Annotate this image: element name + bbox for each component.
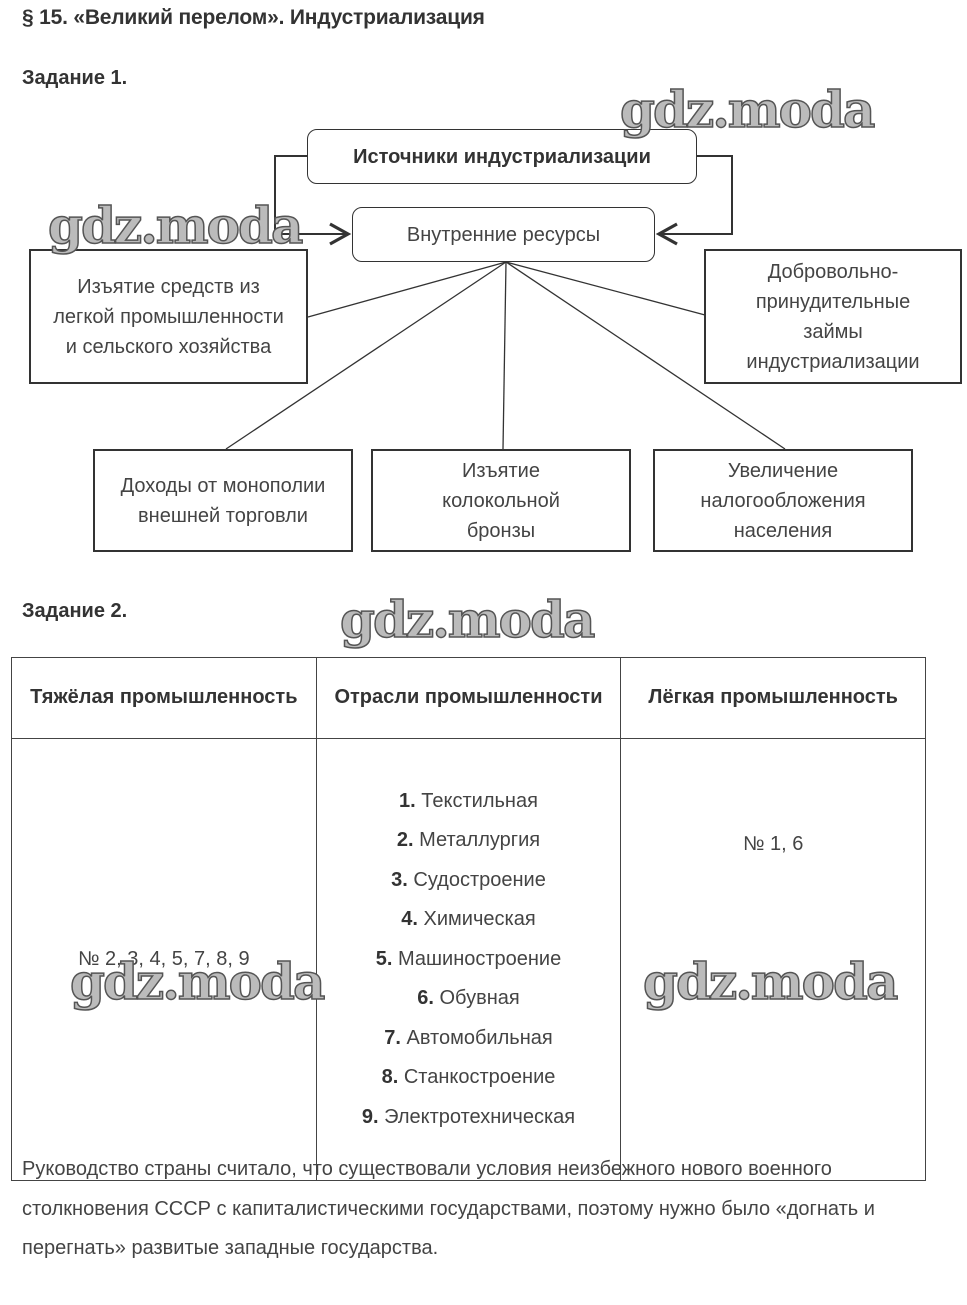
branch-name: Металлургия	[419, 829, 541, 852]
branch-name: Судостроение	[413, 868, 546, 891]
branch-number: 7.	[384, 1026, 401, 1049]
hub-spokes	[225, 261, 786, 450]
table-header-row: Тяжёлая промышленность Отрасли промышлен…	[11, 657, 926, 739]
branch-item: 2. Металлургия	[317, 821, 621, 861]
branch-number: 6.	[417, 987, 434, 1010]
branch-item: 3. Судостроение	[317, 861, 621, 901]
industry-table: Тяжёлая промышленность Отрасли промышлен…	[11, 657, 926, 1181]
diagram-root: Источники индустриализации	[307, 129, 697, 184]
heavy-cell: № 2, 3, 4, 5, 7, 8, 9	[11, 738, 317, 1181]
branch-number: 1.	[399, 789, 416, 812]
header-light: Лёгкая промышленность	[620, 657, 926, 739]
spoke-left	[307, 261, 507, 318]
light-value: № 1, 6	[742, 833, 804, 855]
task1-heading: Задание 1.	[22, 67, 128, 89]
branch-number: 2.	[396, 829, 414, 852]
node-taxes: Увеличение налогообложения населения	[653, 449, 913, 552]
diagram-connectors	[225, 155, 786, 450]
branch-number: 9.	[361, 1105, 379, 1128]
node-bell-bronze: Изъятие колокольной бронзы	[371, 449, 631, 552]
branch-name: Химическая	[423, 908, 536, 931]
node-light-industry: Изъятие средств из легкой промышленности…	[29, 249, 308, 384]
arrow-right	[655, 155, 733, 246]
branch-name: Станкостроение	[403, 1066, 556, 1089]
node-foreign-trade: Доходы от монополии внешней торговли	[93, 449, 353, 552]
arrow-left	[274, 155, 352, 246]
spoke-taxes	[505, 261, 786, 450]
branch-item: 4. Химическая	[317, 900, 621, 940]
branch-item: 6. Обувная	[317, 979, 621, 1019]
header-heavy: Тяжёлая промышленность	[11, 657, 317, 739]
branch-name: Текстильная	[421, 789, 538, 812]
branch-number: 5.	[375, 947, 393, 970]
spoke-right	[505, 261, 706, 316]
page-title: § 15. «Великий перелом». Индустриализаци…	[22, 6, 485, 29]
branch-number: 3.	[391, 868, 408, 891]
node-loans: Добровольно-принудительные займы индустр…	[704, 249, 962, 384]
branch-name: Обувная	[439, 987, 520, 1010]
branch-number: 4.	[401, 908, 418, 931]
branch-item: 8. Станкостроение	[317, 1058, 621, 1098]
conclusion-paragraph: Руководство страны считало, что существо…	[22, 1158, 875, 1259]
diagram-hub: Внутренние ресурсы	[352, 207, 655, 262]
branch-item: 7. Автомобильная	[317, 1019, 621, 1059]
task2-heading: Задание 2.	[22, 600, 128, 622]
branch-name: Электротехническая	[384, 1105, 576, 1128]
branch-name: Автомобильная	[406, 1026, 553, 1049]
spoke-foreign-trade	[225, 261, 507, 450]
branch-item: 9. Электротехническая	[317, 1098, 621, 1138]
branch-item: 5. Машиностроение	[317, 940, 621, 980]
branch-item: 1. Текстильная	[317, 782, 621, 822]
light-cell: № 1, 6	[620, 738, 926, 1181]
spoke-bell-bronze	[502, 261, 507, 450]
header-branches: Отрасли промышленности	[315, 657, 622, 739]
branch-name: Машиностроение	[397, 947, 562, 970]
branch-number: 8.	[381, 1066, 399, 1089]
